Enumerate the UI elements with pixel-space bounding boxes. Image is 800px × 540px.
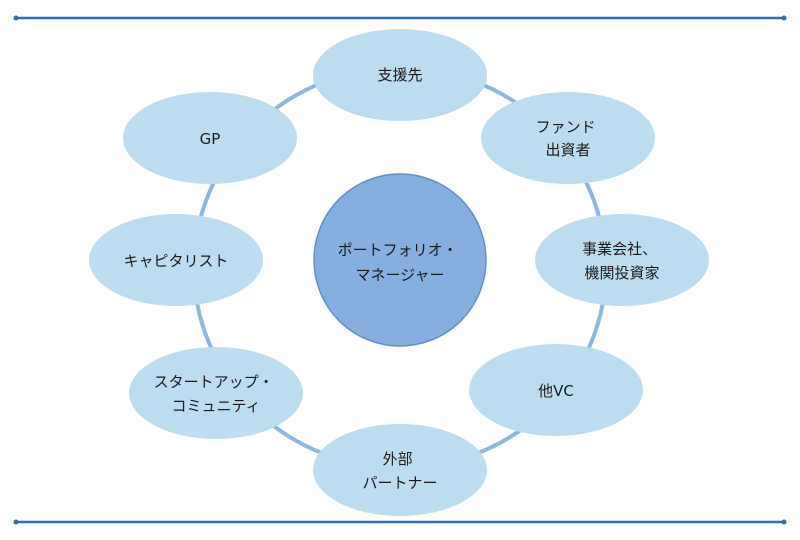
node-fund-investors-line-2: 出資者 (545, 141, 590, 159)
svg-text:ポートフォリオ・ マネージャー: ポートフォリオ・ マネージャー (338, 241, 463, 284)
svg-text:スタートアップ・ コミュニティ: スタートアップ・ コミュニティ (154, 373, 279, 415)
svg-text:外部 パートナー: 外部 パートナー (362, 450, 437, 492)
node-startup-community: スタートアップ・ コミュニティ (129, 347, 303, 439)
node-corporate-institutional: 事業会社、 機関投資家 (535, 214, 709, 306)
node-partners-line-1: 外部 (383, 450, 413, 468)
svg-text:支援先: 支援先 (377, 66, 422, 84)
bottom-frame-line (13, 519, 787, 525)
node-startup-community-line-2: コミュニティ (171, 397, 260, 415)
node-partners-line-2: パートナー (362, 474, 437, 492)
svg-text:他VC: 他VC (538, 382, 574, 400)
node-corporate-line-2: 機関投資家 (584, 264, 659, 282)
node-gp-line-1: GP (200, 130, 221, 148)
node-other-vc-line-1: 他VC (538, 382, 574, 400)
top-frame-line (13, 15, 787, 21)
node-startup-community-line-1: スタートアップ・ (154, 373, 274, 391)
center-node-line-1: ポートフォリオ・ (338, 241, 458, 259)
svg-text:GP: GP (200, 130, 221, 148)
node-external-partners: 外部 パートナー (313, 424, 487, 516)
node-support-line-1: 支援先 (377, 66, 422, 84)
center-node-portfolio-manager: ポートフォリオ・ マネージャー (313, 173, 487, 347)
node-other-vc: 他VC (469, 344, 643, 436)
svg-text:ファンド 出資者: ファンド 出資者 (536, 118, 601, 159)
svg-text:事業会社、 機関投資家: 事業会社、 機関投資家 (582, 240, 662, 282)
node-fund-investors-line-1: ファンド (536, 118, 596, 136)
node-support: 支援先 (313, 29, 487, 121)
node-capitalist: キャピタリスト (89, 214, 263, 306)
node-capitalist-line-1: キャピタリスト (123, 252, 228, 270)
center-node-line-2: マネージャー (356, 266, 445, 284)
node-corporate-line-1: 事業会社、 (582, 240, 657, 258)
node-gp: GP (123, 92, 297, 184)
svg-text:キャピタリスト: キャピタリスト (123, 252, 228, 270)
node-fund-investors: ファンド 出資者 (481, 92, 655, 184)
